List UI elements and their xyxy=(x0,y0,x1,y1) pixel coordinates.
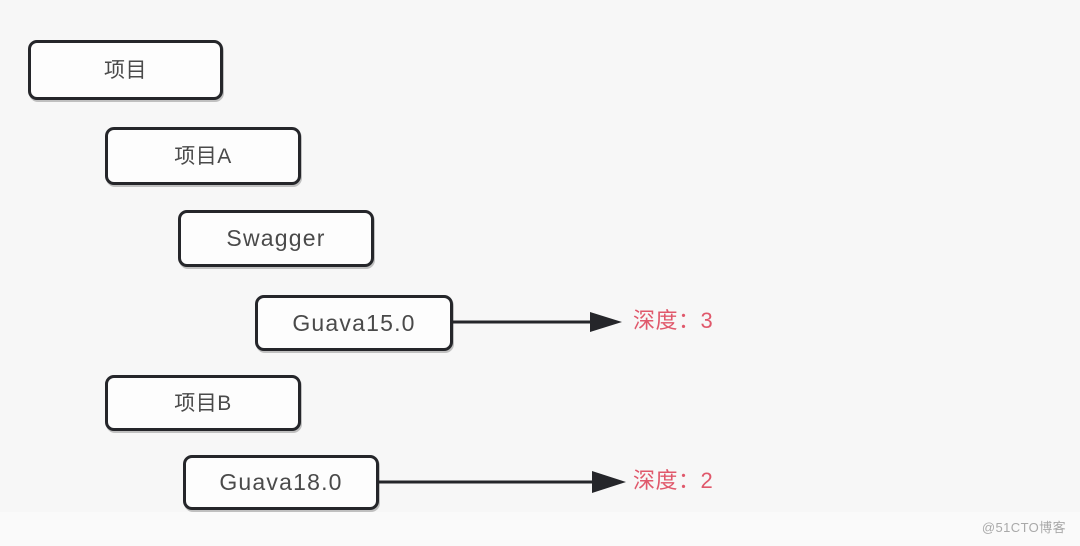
node-project[interactable]: 项目 xyxy=(28,40,223,100)
arrow-guava18-to-depth2 xyxy=(376,471,626,493)
node-swagger[interactable]: Swagger xyxy=(178,210,374,267)
node-label: 项目 xyxy=(104,58,147,82)
node-project-a[interactable]: 项目A xyxy=(105,127,301,185)
node-label: 项目B xyxy=(174,391,232,415)
depth-annotation-2: 深度：2 xyxy=(633,468,714,493)
node-label: 项目A xyxy=(174,144,232,168)
depth-annotation-3: 深度：3 xyxy=(633,308,714,333)
node-label: Guava18.0 xyxy=(219,469,343,495)
node-label: Guava15.0 xyxy=(292,309,416,336)
watermark: @51CTO博客 xyxy=(981,520,1066,535)
bottom-band xyxy=(0,512,1080,546)
node-guava15[interactable]: Guava15.0 xyxy=(255,295,453,351)
arrow-guava15-to-depth3 xyxy=(450,312,622,332)
node-project-b[interactable]: 项目B xyxy=(105,375,301,431)
node-label: Swagger xyxy=(226,225,326,251)
node-guava18[interactable]: Guava18.0 xyxy=(183,455,379,510)
